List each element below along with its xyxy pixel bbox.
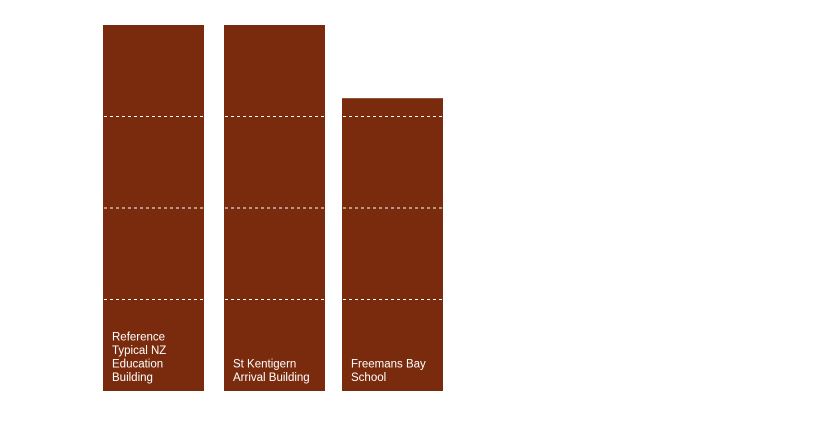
category-label-0-line-3: Building (112, 372, 153, 384)
category-label-1-line-1: Arrival Building (233, 372, 310, 384)
category-label-0-line-2: Education (112, 359, 163, 371)
category-label-0-line-1: Typical NZ (112, 345, 166, 357)
category-label-0-line-0: Reference (112, 332, 165, 344)
bar-2 (342, 98, 443, 391)
category-label-2-line-1: School (351, 372, 386, 384)
category-label-2-line-0: Freemans Bay (351, 359, 426, 371)
category-label-1-line-0: St Kentigern (233, 359, 296, 371)
